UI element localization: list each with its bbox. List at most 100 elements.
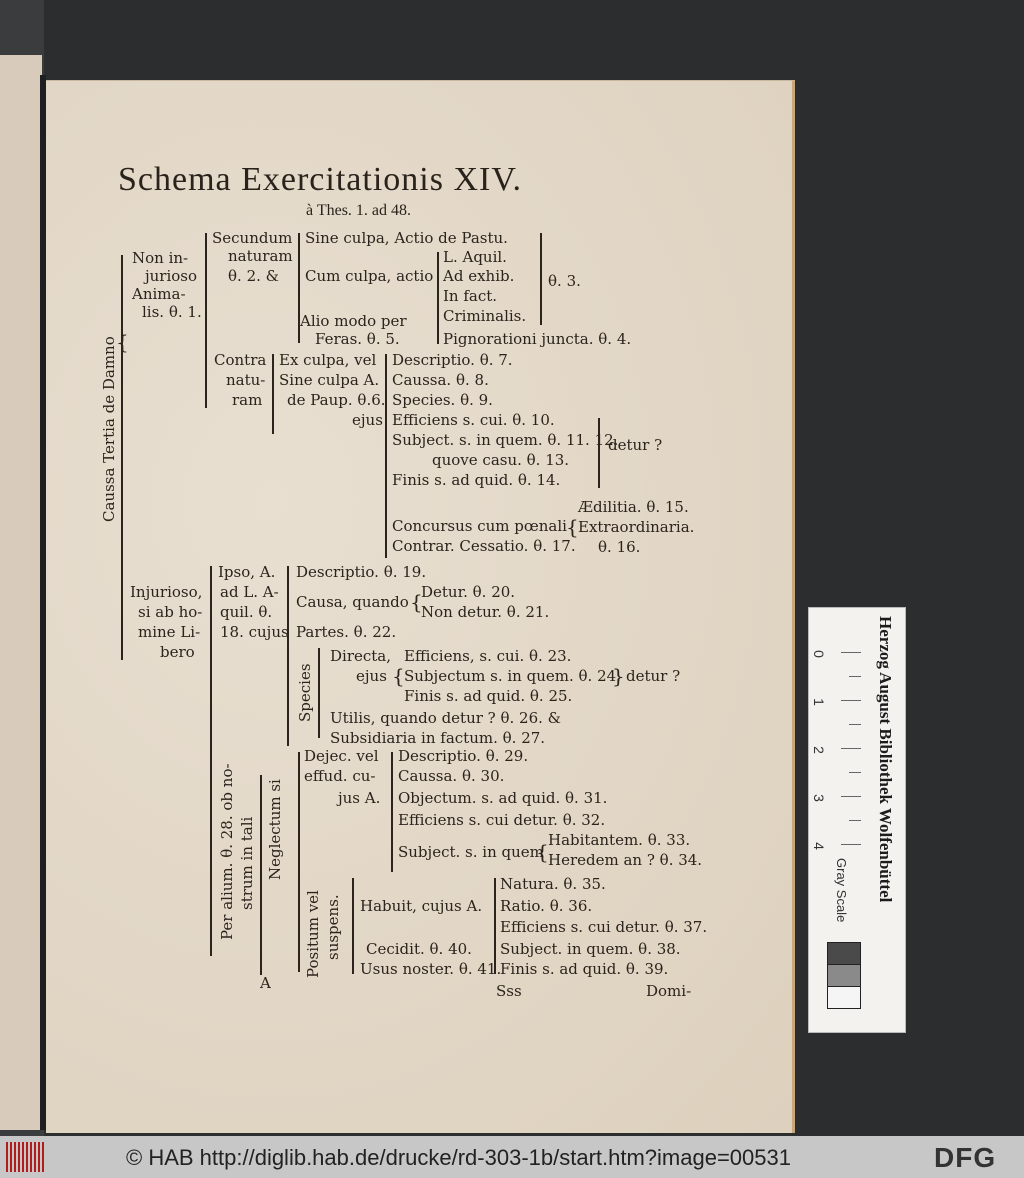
directa-item-1: Efficiens, s. cui. θ. 23. (404, 647, 572, 665)
actio-bracket (437, 252, 439, 344)
positum-2: suspens. (324, 894, 342, 960)
ruler-tick (849, 772, 861, 773)
ipso-item-1: Descriptio. θ. 19. (296, 563, 427, 581)
ruler-tick (849, 724, 861, 725)
detur-bracket (598, 418, 600, 488)
actio-right-bracket (540, 233, 542, 325)
ex-item-7: Finis s. ad quid. θ. 14. (392, 471, 561, 489)
detur-2: detur ? (626, 667, 681, 685)
dejec-1: Dejec. vel (304, 747, 379, 765)
ipso-item-2: Causa, quando (296, 593, 409, 611)
ipso-1: Ipso, A. (218, 563, 276, 581)
ruler-tick (841, 700, 861, 701)
positum-1: Positum vel (304, 890, 322, 978)
causa-item-1: Detur. θ. 20. (421, 583, 516, 601)
ex-item-6: quove casu. θ. 13. (432, 451, 570, 469)
scale-ruler: Herzog August Bibliothek Wolfenbüttel 0 … (808, 607, 906, 1033)
footer-bar: © HAB http://diglib.hab.de/drucke/rd-303… (0, 1136, 1024, 1178)
species-label: Species (296, 663, 314, 722)
ruler-tick (841, 748, 861, 749)
habuit-bracket (494, 878, 496, 974)
sine-culpa: Sine culpa, Actio de Pastu. (305, 229, 508, 247)
alio-modo-1: Alio modo per (300, 312, 407, 330)
s2-label-2: si ab ho- (138, 603, 203, 621)
gray-swatch-mid (827, 964, 861, 987)
secundum-1: Secundum (212, 229, 293, 247)
book-page (46, 80, 795, 1133)
subsidiaria: Subsidiaria in factum. θ. 27. (330, 729, 546, 747)
actio-ref: θ. 3. (548, 272, 581, 290)
directa-item-2: Subjectum s. in quem. θ. 24. (404, 667, 621, 685)
detur-brace-2: } (612, 664, 625, 688)
signature-mark: Sss (496, 982, 522, 1000)
contra-1: Contra (214, 351, 267, 369)
contra-3: ram (232, 391, 263, 409)
alio-modo-2: Feras. θ. 5. (315, 330, 400, 348)
ruler-num-1: 1 (810, 698, 827, 706)
dejec-2: effud. cu- (304, 767, 376, 785)
ex-culpa-4: ejus (352, 411, 383, 429)
catchword: Domi- (646, 982, 692, 1000)
ex-item-2: Caussa. θ. 8. (392, 371, 489, 389)
concursus-item-1: Ædilitia. θ. 15. (578, 498, 689, 516)
s2-label-3: mine Li- (138, 623, 201, 641)
ruler-num-3: 3 (810, 794, 827, 802)
per-alium-2: strum in tali (238, 816, 256, 910)
subject-brace: { (536, 840, 549, 864)
page-title: Schema Exercitationis XIV. (118, 161, 523, 198)
positum-bracket (352, 878, 354, 974)
ruler-tick (841, 652, 861, 653)
subject-item-2: Heredem an ? θ. 34. (548, 851, 703, 869)
ipso-3: quil. θ. (220, 603, 273, 621)
ex-culpa-3: de Paup. θ.6. (287, 391, 386, 409)
per-alium-bracket (260, 775, 262, 975)
s1-bracket (205, 233, 207, 408)
ex-culpa-2: Sine culpa A. (279, 371, 380, 389)
habuit-item-1: Natura. θ. 35. (500, 875, 606, 893)
ruler-num-0: 0 (810, 650, 827, 658)
concursus-item-2: Extraordinaria. (578, 518, 695, 536)
s2-label-1: Injurioso, (130, 583, 203, 601)
contrar: Contrar. Cessatio. θ. 17. (392, 537, 576, 555)
secundum-2: naturam (228, 247, 293, 265)
ipso-bracket (287, 566, 289, 746)
habuit: Habuit, cujus A. (360, 897, 483, 915)
a-mark: A (260, 974, 271, 992)
actio-item-1: L. Aquil. (443, 248, 507, 266)
habuit-item-4: Subject. in quem. θ. 38. (500, 940, 681, 958)
causa-brace: { (410, 590, 423, 614)
ruler-tick (841, 796, 861, 797)
grayscale-label: Gray Scale (834, 858, 849, 923)
ruler-num-4: 4 (810, 842, 827, 850)
habuit-item-3: Efficiens s. cui detur. θ. 37. (500, 918, 708, 936)
dfg-logo: DFG (934, 1142, 997, 1173)
concursus-brace: { (566, 515, 579, 539)
gutter-shadow (40, 75, 46, 1130)
dejec-item-3: Objectum. s. ad quid. θ. 31. (398, 789, 608, 807)
ruler-tick (841, 844, 861, 845)
directa-2: ejus (356, 667, 387, 685)
subject-item-1: Habitantem. θ. 33. (548, 831, 691, 849)
root-bracket-line (121, 255, 123, 660)
gray-swatch-light (827, 986, 861, 1009)
footer-credit[interactable]: © HAB http://diglib.hab.de/drucke/rd-303… (126, 1145, 791, 1170)
concursus-item-3: θ. 16. (598, 538, 641, 556)
ruler-num-2: 2 (810, 746, 827, 754)
directa-brace: { (392, 664, 405, 688)
cecidit: Cecidit. θ. 40. (366, 940, 472, 958)
dejec-bracket (391, 752, 393, 872)
ex-item-5: Subject. s. in quem. θ. 11. 12. (392, 431, 619, 449)
actio-item-4: Criminalis. (443, 307, 527, 325)
ruler-tick (849, 820, 861, 821)
dejec-item-1: Descriptio. θ. 29. (398, 747, 529, 765)
habuit-item-2: Ratio. θ. 36. (500, 897, 593, 915)
concursus: Concursus cum pœnali (392, 517, 567, 535)
s1-label-2: jurioso (145, 267, 198, 285)
secundum-3: θ. 2. & (228, 267, 279, 285)
actio-item-2: Ad exhib. (443, 267, 515, 285)
ipso-2: ad L. A- (220, 583, 279, 601)
neglectum-bracket (298, 752, 300, 972)
ex-culpa-items-bracket (385, 354, 387, 558)
directa-1: Directa, (330, 647, 392, 665)
ipso-item-3: Partes. θ. 22. (296, 623, 397, 641)
